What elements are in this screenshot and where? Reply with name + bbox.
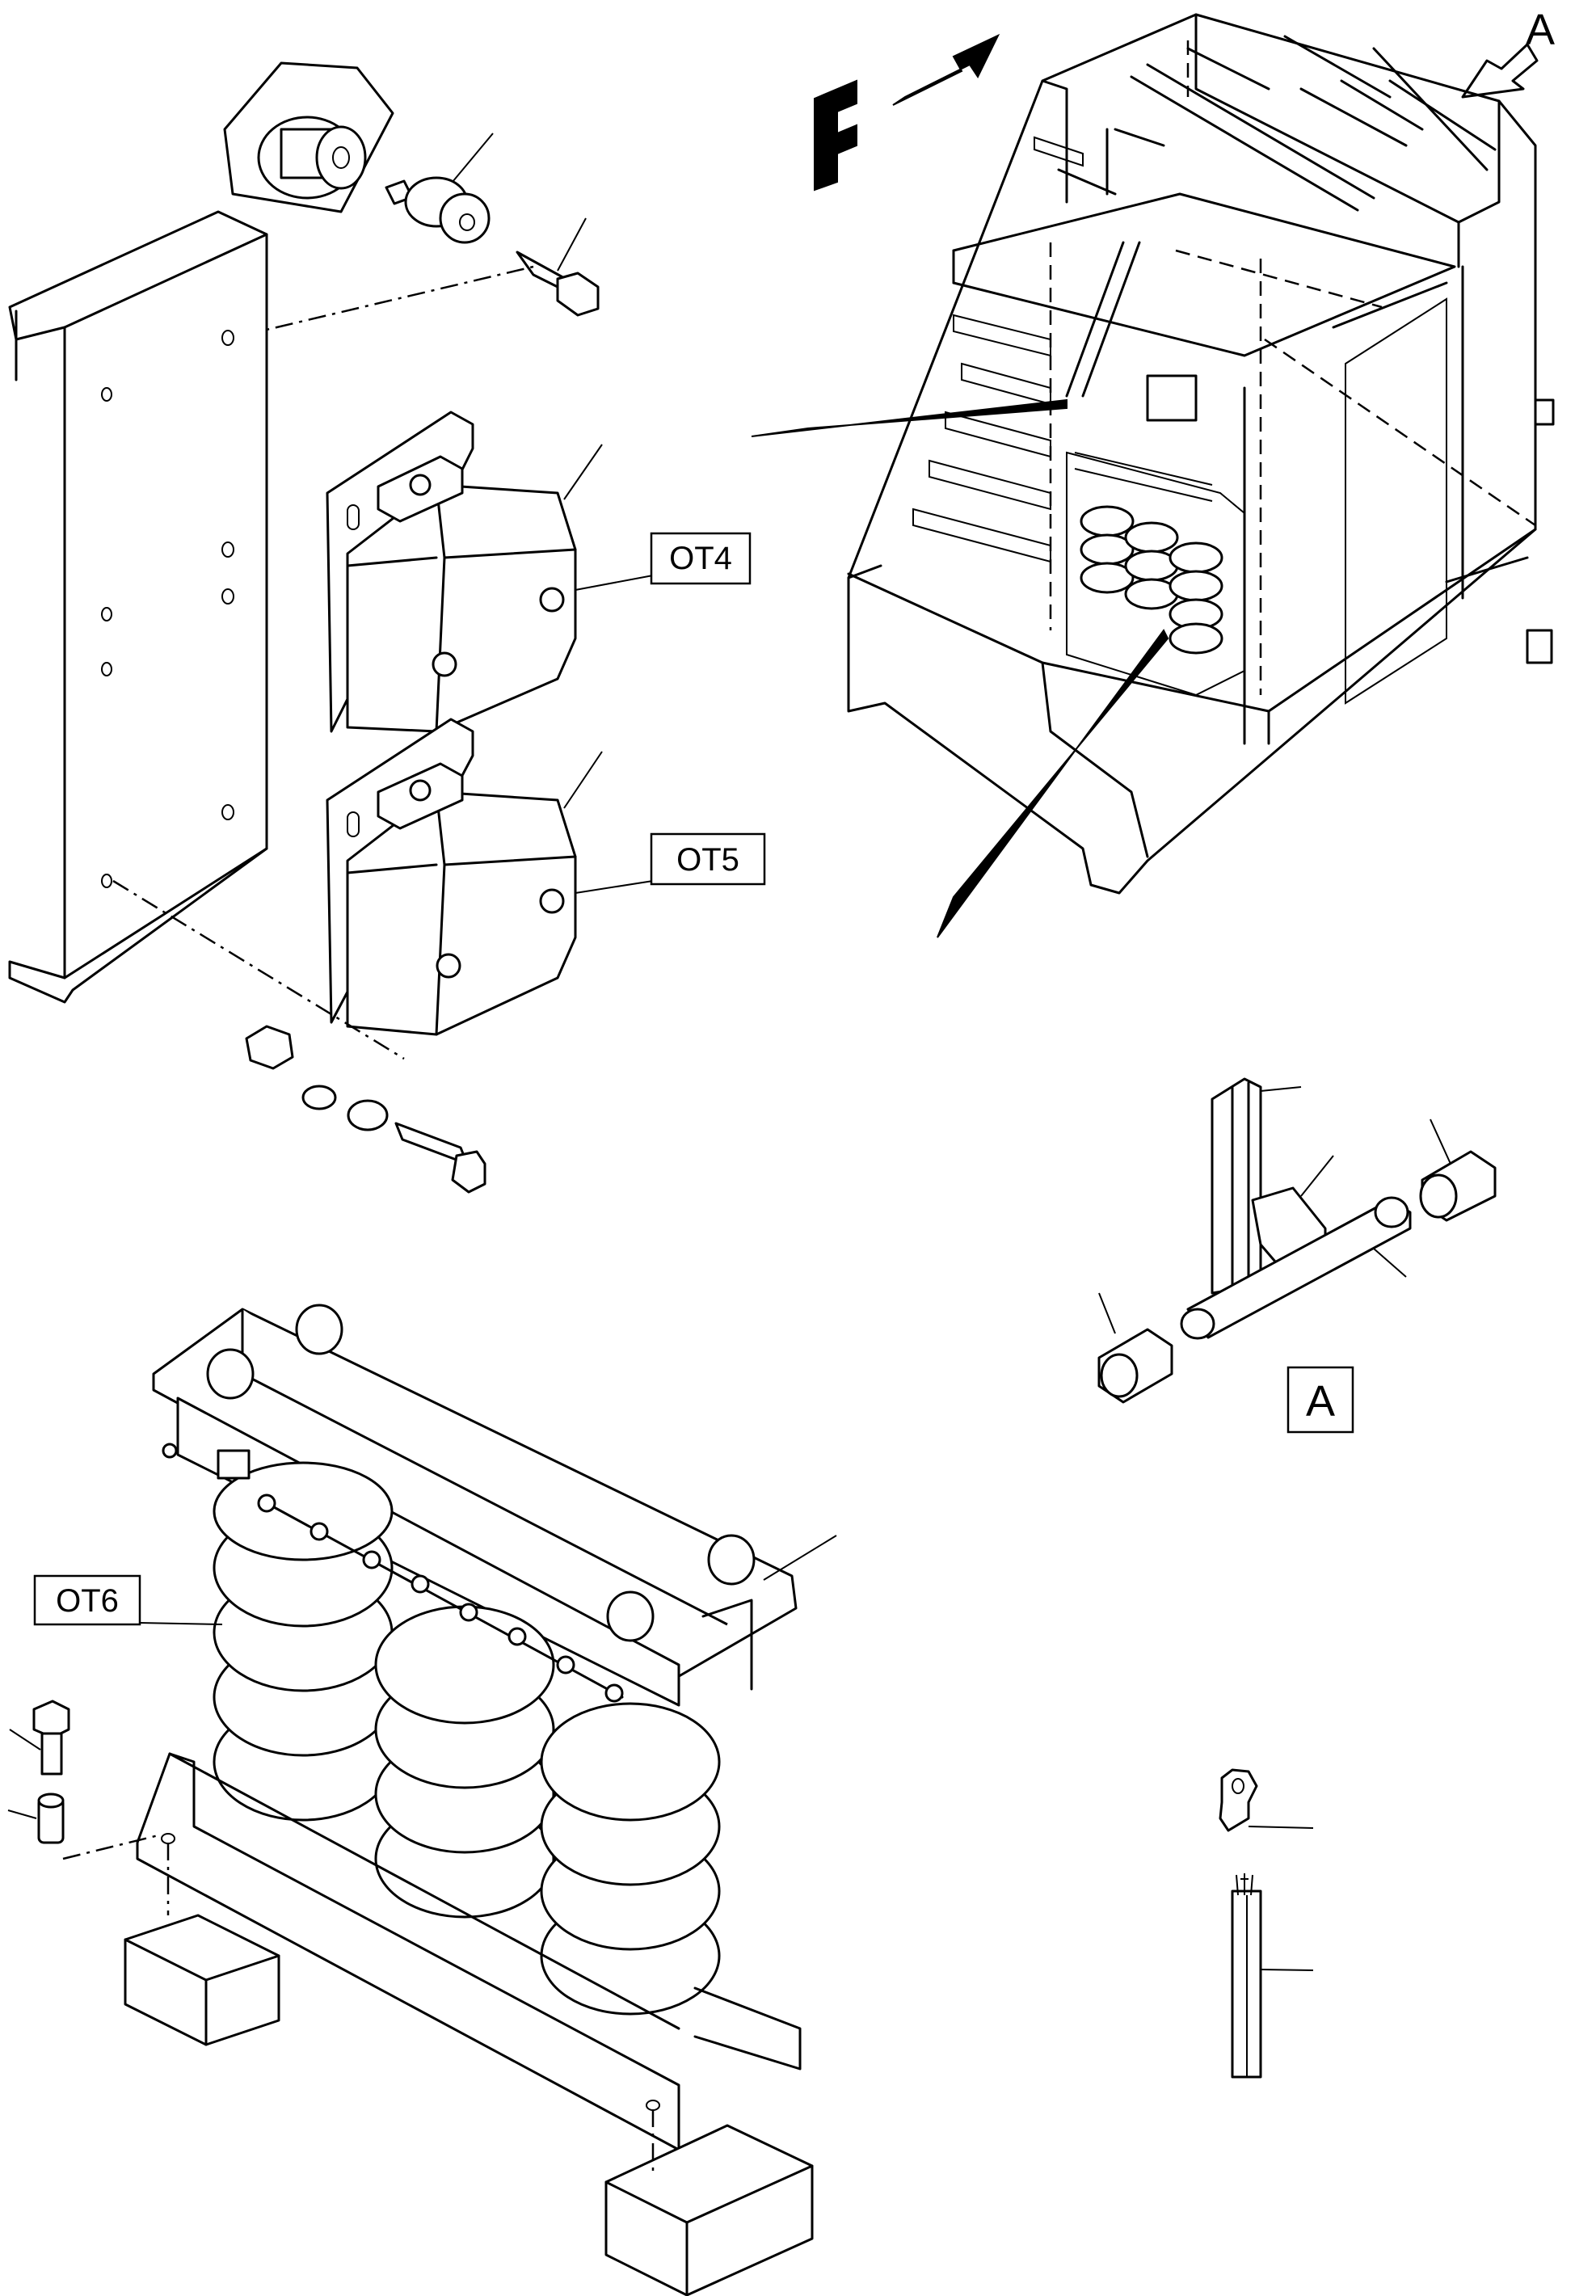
support-block-left — [124, 1914, 280, 2046]
knurled-cap-left — [1097, 1292, 1173, 1404]
tag-ot4-text: OT4 — [669, 541, 732, 576]
detail-a-clamp: A — [1097, 1077, 1497, 1434]
tag-ot6: OT6 — [33, 1574, 223, 1626]
support-block-right — [604, 2124, 814, 2296]
callout-arrows — [751, 398, 1169, 938]
top-rails — [1057, 35, 1529, 745]
knurled-cap-right — [1419, 1119, 1497, 1222]
transformer-ot5 — [326, 718, 603, 1036]
coil-3 — [540, 1702, 721, 2016]
front-arrow — [814, 33, 1000, 192]
mounting-bracket-assembly: OT4 OT5 — [8, 61, 766, 1194]
electrical-cabinet: A — [751, 6, 1555, 938]
view-a-letter: A — [1526, 6, 1555, 54]
cable-lug — [1219, 1768, 1314, 1832]
transformer-ot4 — [326, 411, 603, 733]
cable-conductor — [1231, 1873, 1314, 2079]
hex-bolt-top — [516, 217, 600, 317]
detail-a-label: A — [1286, 1366, 1354, 1434]
tag-ot5-text: OT5 — [676, 842, 739, 878]
coil-1 — [213, 1461, 394, 1822]
view-a-arrow: A — [1461, 6, 1555, 99]
damper-bushing — [385, 133, 494, 244]
c-channel-bracket — [8, 210, 268, 1004]
coil-2 — [374, 1605, 555, 1919]
tag-ot6-text: OT6 — [56, 1583, 119, 1619]
coil-terminals — [162, 1443, 624, 1703]
three-phase-transformer-ot6: OT6 — [7, 1304, 837, 2296]
mounting-hardware — [245, 1025, 486, 1194]
foot-bolt — [9, 1700, 70, 1776]
tag-ot4: OT4 — [575, 532, 752, 591]
tag-ot5: OT5 — [575, 832, 766, 894]
detail-a-text: A — [1306, 1377, 1335, 1426]
anti-vibration-mount — [223, 61, 394, 213]
foot-spacer — [7, 1793, 65, 1844]
